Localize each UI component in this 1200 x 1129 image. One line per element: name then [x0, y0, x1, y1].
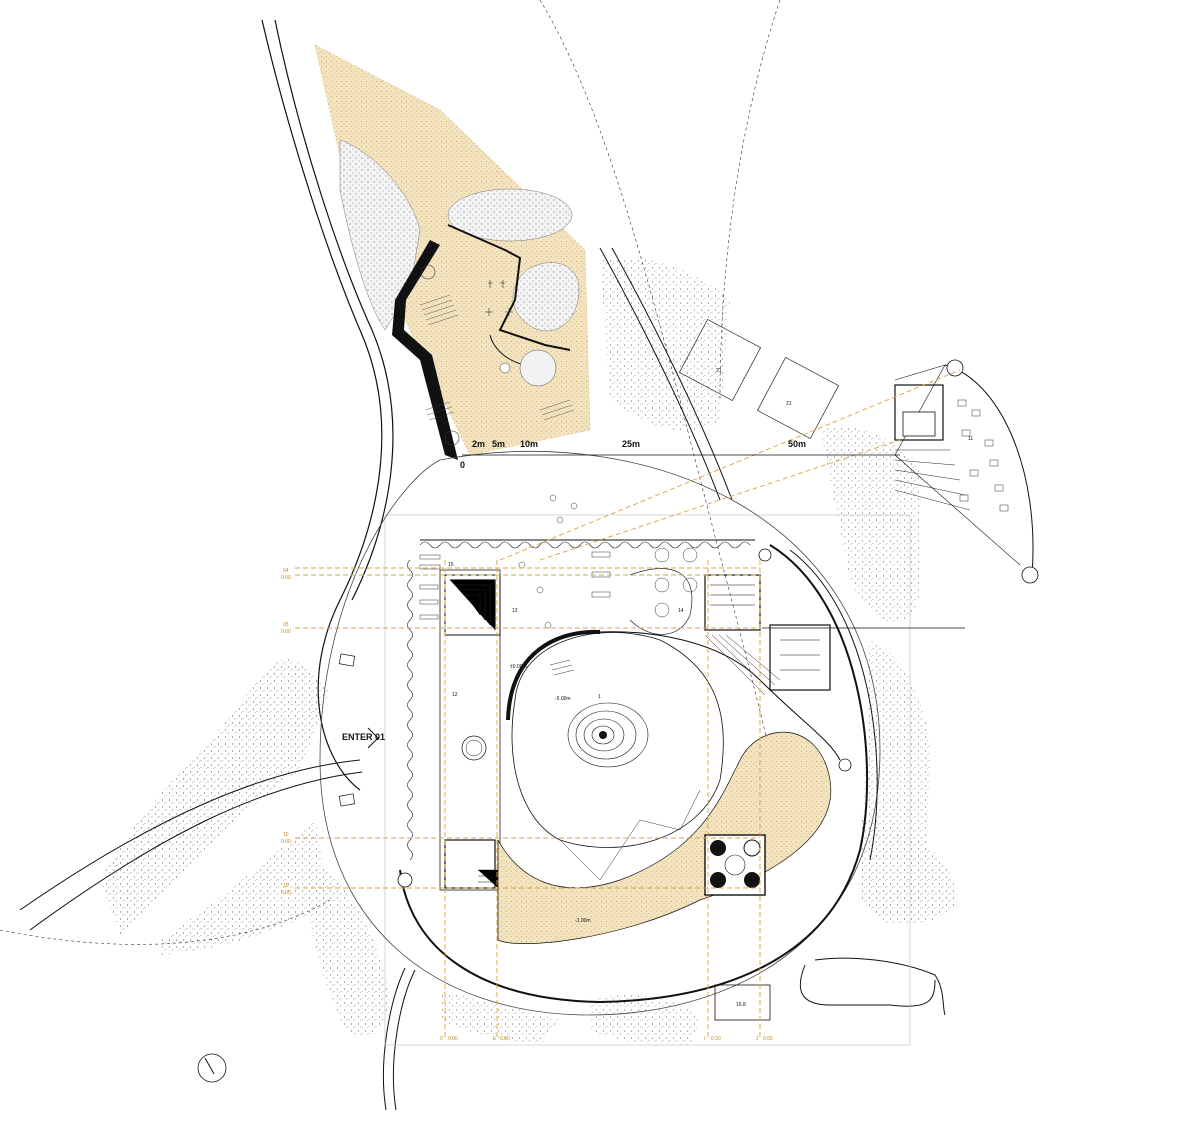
- scale-tick-10m: 10m: [520, 439, 538, 449]
- room-number: 14: [678, 608, 684, 614]
- site-roads: [0, 0, 946, 1111]
- grid-axis-id: J: [756, 1036, 759, 1042]
- entrance: ENTER 01: [342, 727, 385, 749]
- grid-axis-id: 05: [283, 622, 289, 628]
- south-east-tower: [704, 834, 766, 896]
- main-building: [319, 451, 911, 1046]
- level-mark: -1.00m: [575, 918, 591, 924]
- grid-axis-id: E: [493, 1036, 497, 1042]
- grid-axis-id: I: [704, 1036, 705, 1042]
- grid-axis-elev: 0.00: [281, 839, 291, 845]
- room-number: 1: [598, 694, 601, 700]
- grid-axis-elev: 0.00: [281, 629, 291, 635]
- scale-tick-2m: 2m: [472, 439, 485, 449]
- scale-tick-0: 0: [460, 460, 465, 470]
- room-numbers: 1 11 12 13 14 15 21 21: [448, 368, 973, 700]
- vegetation-zones: [100, 257, 956, 1045]
- west-service-strip: [419, 554, 501, 891]
- room-number: 11: [968, 436, 973, 442]
- level-mark: 16.8: [736, 1002, 746, 1008]
- grid-axis-id: 0: [440, 1036, 443, 1042]
- scale-bar: 0 2m 5m 10m 25m 50m: [460, 439, 900, 470]
- scale-tick-5m: 5m: [492, 439, 505, 449]
- north-garden: [314, 44, 591, 460]
- grid-axis-elev: 0.00: [763, 1036, 773, 1042]
- grid-axis-id: 15: [283, 883, 289, 889]
- grid-axis-id: 10: [283, 832, 289, 838]
- grid-axis-elev: 0.00: [281, 575, 291, 581]
- room-number: 15: [448, 562, 454, 568]
- room-number: 21: [716, 368, 722, 374]
- grid-axis-elev: 0.00: [500, 1036, 510, 1042]
- central-courtyard: [497, 629, 841, 944]
- north-east-block: [518, 494, 831, 696]
- grid-axis-id: 04: [283, 568, 289, 574]
- level-marks: -5.00m -1.00m ±0.00m 16.8: [510, 664, 746, 1008]
- east-pavilion: [894, 359, 1039, 584]
- scale-tick-25m: 25m: [622, 439, 640, 449]
- scale-tick-50m: 50m: [788, 439, 806, 449]
- room-number: 21: [786, 401, 792, 407]
- north-arrow-icon: [197, 1053, 227, 1083]
- room-number: 13: [512, 608, 518, 614]
- parking: [678, 318, 840, 440]
- room-number: 12: [452, 692, 458, 698]
- grid-axes: [295, 369, 965, 1040]
- entrance-label: ENTER 01: [342, 732, 385, 742]
- level-mark: ±0.00m: [510, 664, 527, 670]
- level-mark: -5.00m: [555, 696, 571, 702]
- grid-axis-elev: 0.00: [281, 890, 291, 896]
- grid-axis-elev: 0.00: [448, 1036, 458, 1042]
- grid-axis-elev: 0.00: [711, 1036, 721, 1042]
- grid-axis-labels: 04 0.00 05 0.00 10 0.00 15 0.00 0 0.00 E…: [281, 568, 773, 1042]
